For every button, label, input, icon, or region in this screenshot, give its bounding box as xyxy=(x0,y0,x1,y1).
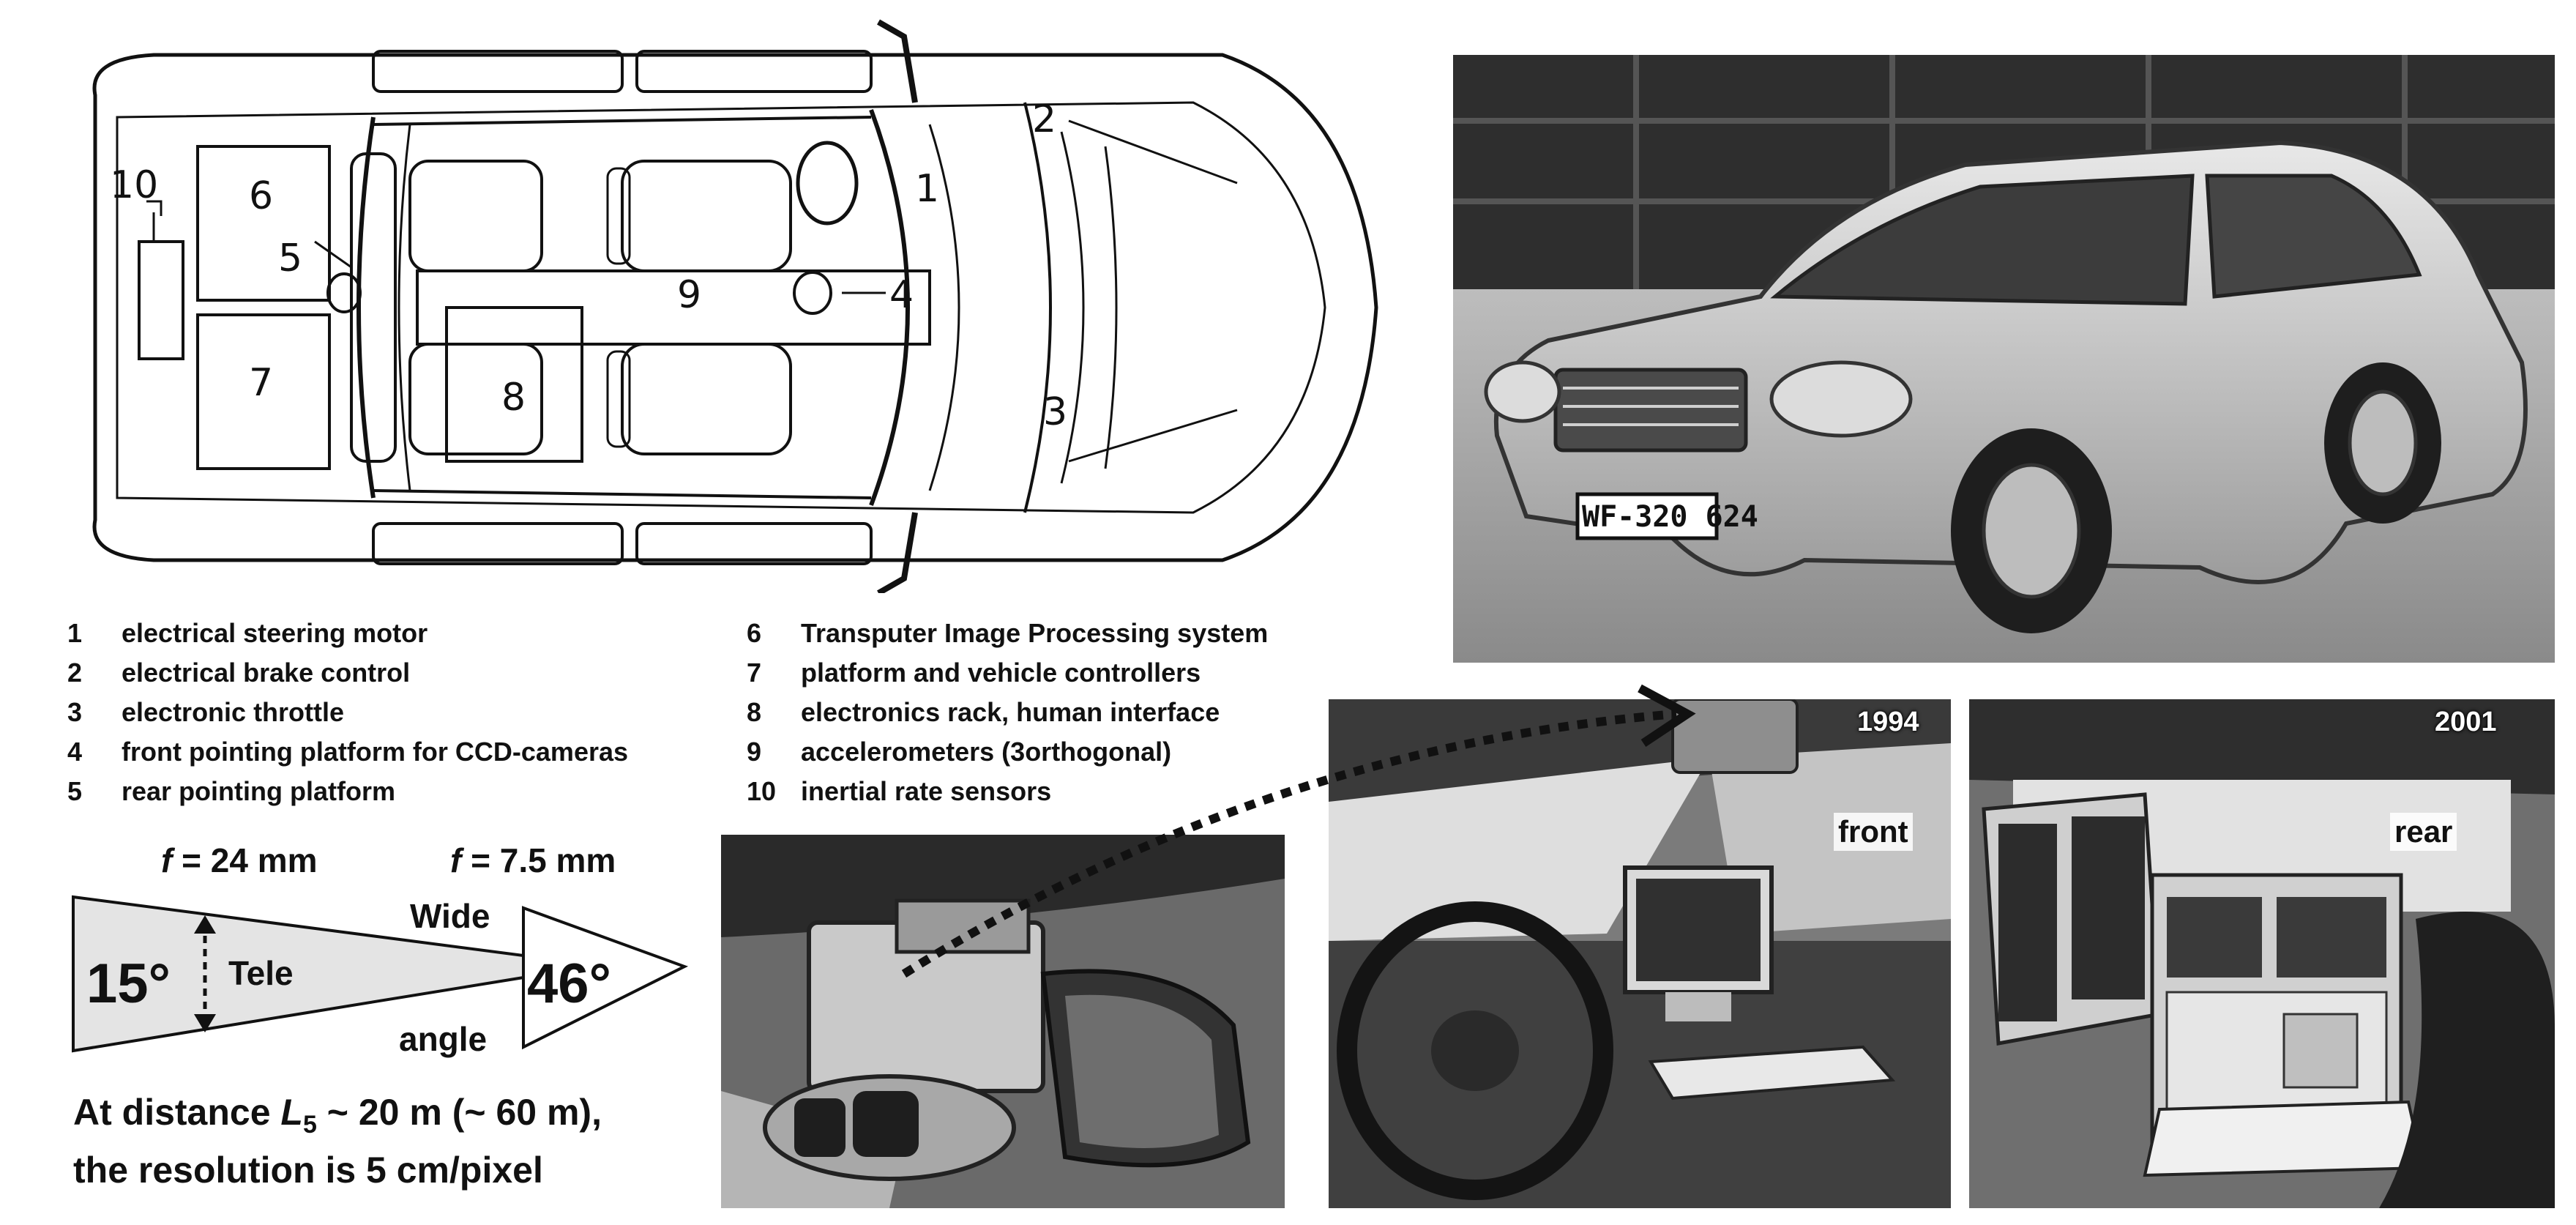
sedan-photo-illustration xyxy=(1453,55,2555,663)
callout-9: 9 xyxy=(677,273,701,317)
callout-2: 2 xyxy=(1032,97,1056,141)
license-plate-text: WF-320 624 xyxy=(1582,500,1758,534)
tele-focal-length: f = 24 mm xyxy=(161,841,318,879)
vehicle-top-view-diagram: 1 2 3 4 5 6 7 8 9 10 xyxy=(92,19,1378,593)
wide-label: Wide xyxy=(410,897,490,935)
callout-7: 7 xyxy=(249,361,273,405)
callout-4: 4 xyxy=(889,273,914,317)
angle-label: angle xyxy=(399,1020,488,1058)
callout-6: 6 xyxy=(249,174,273,218)
resolution-caption: At distance L5 ~ 20 m (~ 60 m), the reso… xyxy=(73,1092,602,1191)
camera-platform-photo xyxy=(721,835,1285,1208)
callout-1: 1 xyxy=(915,167,939,211)
callout-3: 3 xyxy=(1043,390,1067,434)
interior-rear-illustration xyxy=(1969,699,2555,1208)
rear-label: rear xyxy=(2390,813,2457,851)
interior-front-illustration xyxy=(1329,699,1951,1208)
field-of-view-diagram xyxy=(72,895,689,1053)
year-badge-1994: 1994 xyxy=(1857,707,1919,737)
interior-front-photo: 1994 front xyxy=(1329,699,1951,1208)
year-badge-2001: 2001 xyxy=(2435,707,2497,737)
front-label: front xyxy=(1834,813,1913,851)
sedan-photo: WF-320 624 xyxy=(1453,55,2555,663)
callout-5: 5 xyxy=(278,237,302,280)
tele-angle-value: 15° xyxy=(86,953,171,1015)
wide-angle-value: 46° xyxy=(527,953,611,1015)
callout-10: 10 xyxy=(110,163,158,207)
callout-8: 8 xyxy=(501,376,526,420)
tele-label: Tele xyxy=(228,954,294,992)
interior-rear-photo: 2001 rear xyxy=(1969,699,2555,1208)
camera-platform-illustration xyxy=(721,835,1285,1208)
wide-focal-length: f = 7.5 mm xyxy=(450,841,616,879)
dotted-pointer-arrow xyxy=(901,684,1696,978)
